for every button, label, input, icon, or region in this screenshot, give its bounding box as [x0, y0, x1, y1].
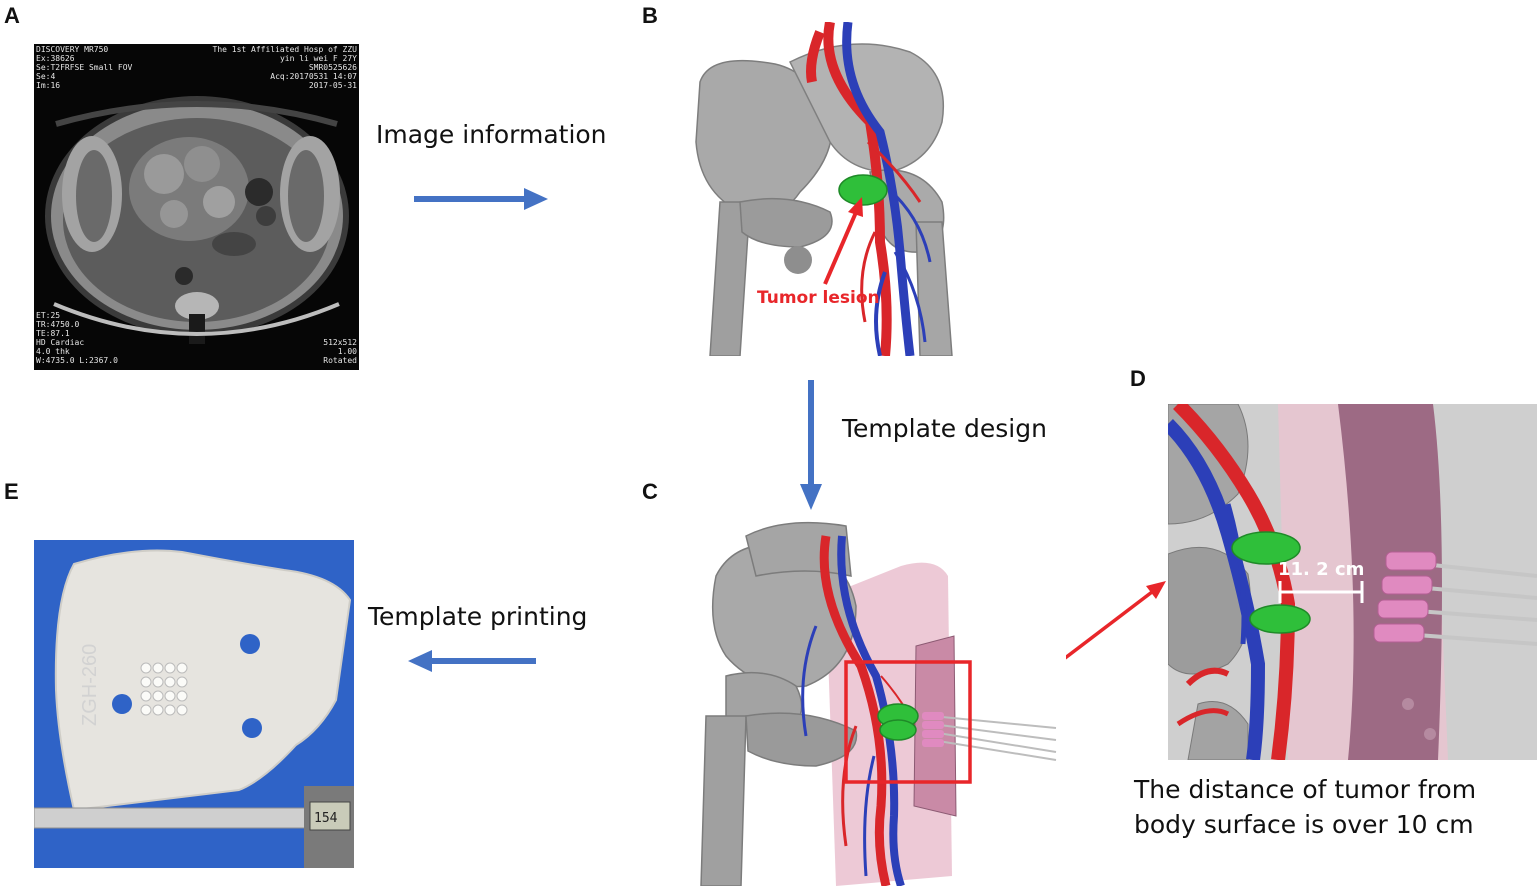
- printed-template-photo: ZGH-260 154: [34, 540, 354, 868]
- pelvis-bone: [1168, 404, 1251, 760]
- mri-overlay-bl-4: 4.0 thk: [36, 347, 70, 356]
- needle-guides: [1373, 551, 1537, 646]
- tumor-distance-detail: 11. 2 cm: [1168, 404, 1537, 760]
- mri-overlay-bl-3: HD Cardiac: [36, 338, 84, 347]
- mri-overlay-tr-2: SMR0525626: [309, 63, 357, 72]
- fixation-hole: [242, 718, 262, 738]
- mri-overlay-tl-0: DISCOVERY MR750: [36, 45, 108, 54]
- arrow-b-to-c: [800, 380, 822, 510]
- panel-letter-a: A: [4, 3, 20, 28]
- tumor-pointer-arrow: [823, 197, 863, 285]
- mri-overlay-bl-5: W:4735.0 L:2367.0: [36, 356, 118, 365]
- caliper-reading: 154: [314, 811, 338, 826]
- mri-overlay-bl-0: ET:25: [36, 311, 60, 320]
- fixation-hole: [112, 694, 132, 714]
- needle-guide-array: [140, 662, 188, 716]
- zoom-highlight-box: [844, 660, 972, 784]
- panel-letter-b: B: [642, 3, 658, 28]
- mri-overlay-tl-2: Se:T2FRFSE Small FOV: [36, 63, 133, 72]
- step-label-template-printing: Template printing: [368, 602, 588, 631]
- arrow-a-to-b: [414, 188, 548, 210]
- digital-caliper: 154: [34, 786, 354, 868]
- mri-overlay-tr-0: The 1st Affiliated Hosp of ZZU: [213, 45, 358, 54]
- mri-overlay-br-2: Rotated: [323, 356, 357, 365]
- panel-letter-d: D: [1130, 366, 1146, 391]
- step-label-image-information: Image information: [376, 120, 607, 149]
- mri-overlay-br-0: 512x512: [323, 338, 357, 347]
- tumor-distance-caption-line2: body surface is over 10 cm: [1134, 810, 1474, 839]
- mri-overlay-bl-1: TR:4750.0: [36, 320, 80, 329]
- arrow-c-to-e: [408, 650, 536, 672]
- mri-overlay-tl-3: Se:4: [36, 72, 55, 81]
- tumor-distance-caption-line1: The distance of tumor from: [1134, 775, 1477, 804]
- needle-guides: [922, 712, 1057, 761]
- tumor-lesion: [838, 174, 888, 206]
- mri-overlay-br-1: 1.00: [338, 347, 357, 356]
- step-label-template-design: Template design: [842, 414, 1047, 443]
- tumor-lesion-label: Tumor lesion: [757, 288, 880, 308]
- mri-overlay-tr-3: Acq:20170531 14:07: [270, 72, 357, 81]
- template-body: [54, 549, 352, 812]
- template-id-label: ZGH-260: [79, 644, 101, 726]
- pelvis-bone: [695, 43, 953, 356]
- distance-measure: 11. 2 cm: [1278, 559, 1364, 603]
- mri-overlay-bl-2: TE:87.1: [36, 329, 70, 338]
- mri-image: DISCOVERY MR750 Ex:38626 Se:T2FRFSE Smal…: [34, 44, 359, 370]
- mri-overlay-tr-1: yin li wei F 27Y: [280, 54, 357, 63]
- mri-overlay-tl-4: Im:16: [36, 81, 60, 90]
- tumor-lesion: [1231, 531, 1301, 565]
- panel-letter-c: C: [642, 479, 658, 504]
- fixation-hole: [240, 634, 260, 654]
- distance-measure-label: 11. 2 cm: [1278, 559, 1364, 580]
- mri-overlay-tl-1: Ex:38626: [36, 54, 75, 63]
- mri-overlay-tr-4: 2017-05-31: [309, 81, 357, 90]
- panel-letter-e: E: [4, 479, 19, 504]
- template-design-3d-model: [686, 516, 1066, 886]
- tumor-distance-caption: The distance of tumor from body surface …: [1134, 772, 1534, 842]
- pelvis-3d-model: Tumor lesion: [680, 22, 1000, 356]
- mri-overlay-text: DISCOVERY MR750 Ex:38626 Se:T2FRFSE Smal…: [36, 45, 357, 365]
